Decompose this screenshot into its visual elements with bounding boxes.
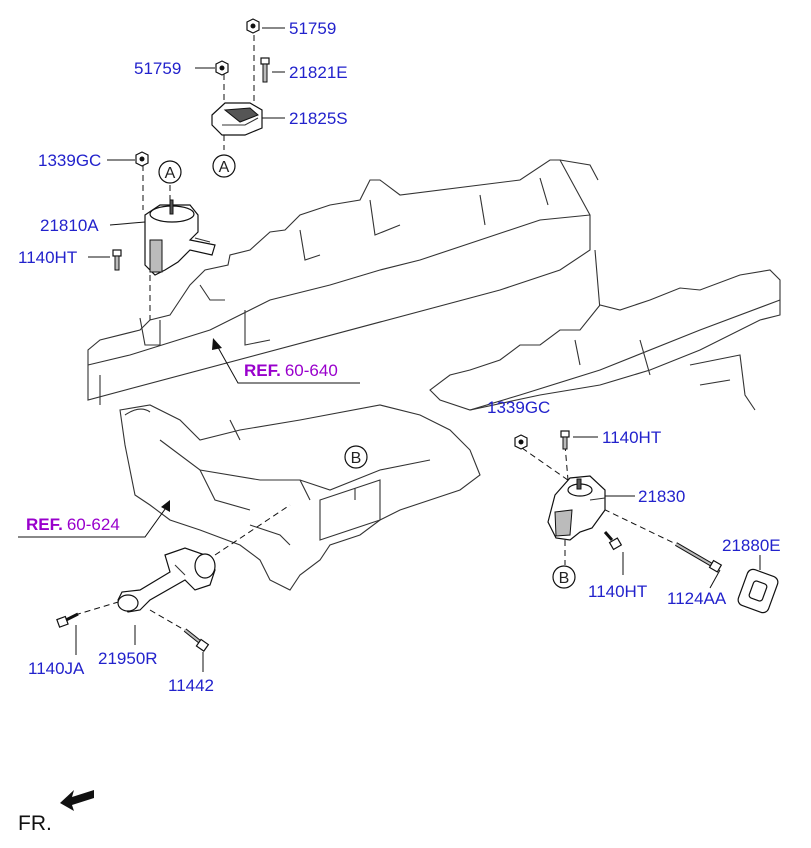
ref-prefix-1: REF. — [244, 361, 281, 380]
cap-21880e — [737, 568, 779, 614]
ref-link-60-624[interactable]: REF.60-624 — [18, 500, 170, 538]
bolt-1140ht-right-top — [560, 430, 570, 450]
ref-prefix-2: REF. — [26, 515, 63, 534]
bracket-21825s — [211, 102, 263, 136]
part-label-1124aa[interactable]: 1124AA — [667, 589, 727, 608]
part-label-1140ja[interactable]: 1140JA — [28, 659, 85, 678]
bolt-1140ht-left — [112, 249, 122, 271]
bolt-11442 — [183, 628, 210, 652]
front-arrow-icon — [60, 790, 94, 811]
part-label-21880e[interactable]: 21880E — [722, 536, 781, 555]
nut-51759-top — [246, 18, 260, 34]
leader-lines — [74, 27, 761, 672]
torque-rod-21950r — [117, 547, 216, 613]
bolt-1140ja — [56, 612, 79, 628]
part-label-11442[interactable]: 11442 — [168, 676, 214, 695]
callout-b-mount-label: B — [559, 570, 570, 587]
callout-a-mount[interactable]: A — [158, 160, 182, 184]
nut-1339gc-right — [514, 434, 528, 450]
front-direction-indicator: FR. — [18, 790, 94, 835]
part-label-51759-top[interactable]: 51759 — [289, 19, 336, 38]
part-label-1140ht-right-top[interactable]: 1140HT — [602, 428, 661, 447]
engine-mount-21810a — [144, 199, 216, 276]
callout-b-frame-label: B — [351, 450, 362, 467]
bolt-1140ht-right-bottom — [603, 531, 623, 551]
svg-text:REF.60-640: REF.60-640 — [244, 361, 338, 380]
callout-a-mount-label: A — [165, 165, 176, 182]
part-label-21810a[interactable]: 21810A — [40, 216, 99, 235]
callout-a-top-label: A — [219, 159, 230, 176]
part-label-1339gc-right[interactable]: 1339GC — [487, 398, 550, 417]
nut-51759-left — [215, 60, 229, 76]
callout-b-mount[interactable]: B — [552, 565, 576, 589]
engine-mount-21830 — [547, 475, 606, 541]
part-label-1339gc-top[interactable]: 1339GC — [38, 151, 101, 170]
part-label-1140ht-left[interactable]: 1140HT — [18, 248, 77, 267]
part-label-21825s[interactable]: 21825S — [289, 109, 348, 128]
front-label: FR. — [18, 812, 52, 835]
ref-number-2: 60-624 — [67, 515, 120, 534]
part-label-21830[interactable]: 21830 — [638, 487, 685, 506]
part-label-21950r[interactable]: 21950R — [98, 649, 158, 668]
part-label-51759-left[interactable]: 51759 — [134, 59, 181, 78]
ref-number-1: 60-640 — [285, 361, 338, 380]
nut-1339gc-top — [135, 151, 149, 167]
svg-text:REF.60-624: REF.60-624 — [26, 515, 120, 534]
bolt-21821e — [260, 57, 270, 83]
part-label-21821e[interactable]: 21821E — [289, 63, 348, 82]
callout-a-top[interactable]: A — [212, 154, 236, 178]
part-label-1140ht-right-bottom[interactable]: 1140HT — [588, 582, 647, 601]
callout-b-frame[interactable]: B — [344, 445, 368, 469]
ref-link-60-640[interactable]: REF.60-640 — [212, 338, 360, 384]
bolt-1124aa — [674, 542, 723, 573]
